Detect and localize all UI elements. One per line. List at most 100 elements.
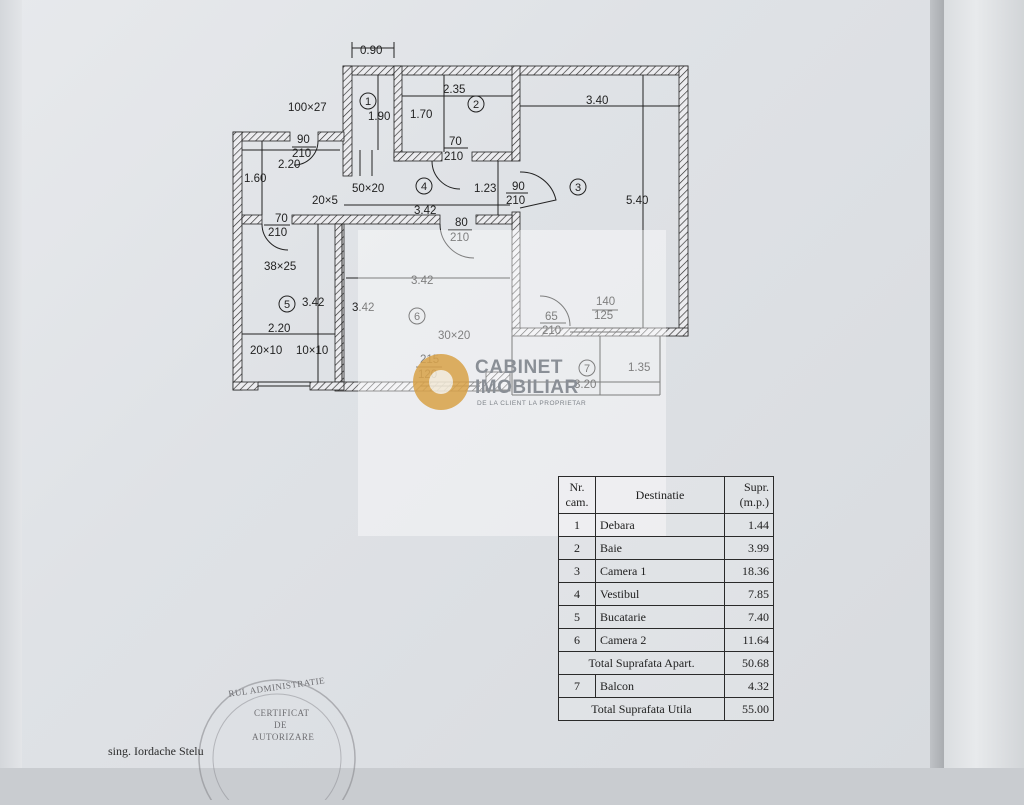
total-apart-label: Total Suprafata Apart. <box>558 651 725 675</box>
room-number-6: 6 <box>414 311 420 323</box>
table-total-apart-row: Total Suprafata Apart. 50.68 <box>558 651 774 675</box>
watermark-logo: CABINET IMOBILIAR DE LA CLIENT LA PROPRI… <box>413 354 613 424</box>
room-number-7: 7 <box>584 363 590 375</box>
dim-label: 3.42 <box>302 297 324 309</box>
dim-label: 5.40 <box>626 195 648 207</box>
stamp: RUL ADMINISTRATIE CERTIFICAT DE AUTORIZA… <box>182 670 372 805</box>
room-number-2: 2 <box>473 99 479 111</box>
dim-label: 2.20 <box>268 323 290 335</box>
facing-page <box>944 0 1024 768</box>
logo-name: CABINET IMOBILIAR <box>475 358 579 398</box>
total-util-label: Total Suprafata Utila <box>558 697 725 721</box>
room-number-3: 3 <box>575 182 581 194</box>
dim-label: 20×10 <box>250 345 282 357</box>
cell-destinatie: Balcon <box>595 674 725 698</box>
table-row: 5 Bucatarie 7.40 <box>558 605 774 629</box>
thin-lines <box>242 42 680 396</box>
dim-label: 3.42 <box>414 205 436 217</box>
surface-table: Nr. cam. Destinatie Supr. (m.p.) 1 Debar… <box>558 476 774 721</box>
dim-label: 3.40 <box>586 95 608 107</box>
cell-destinatie: Camera 1 <box>595 559 725 583</box>
dim-label: 3.20 <box>574 379 596 391</box>
table-total-util-row: Total Suprafata Utila 55.00 <box>558 697 774 721</box>
logo-circle-icon <box>413 354 469 410</box>
table-row: 3 Camera 1 18.36 <box>558 559 774 583</box>
table-row: 6 Camera 2 11.64 <box>558 628 774 652</box>
room-number-1: 1 <box>365 96 371 108</box>
dim-label: 30×20 <box>438 330 470 342</box>
cell-nr: 5 <box>558 605 596 629</box>
cell-nr: 6 <box>558 628 596 652</box>
cell-destinatie: Camera 2 <box>595 628 725 652</box>
dim-label: 210 <box>268 227 287 239</box>
dim-label: 210 <box>506 195 525 207</box>
cell-nr: 2 <box>558 536 596 560</box>
cell-suprafata: 1.44 <box>724 513 774 537</box>
dim-label: 210 <box>292 148 311 160</box>
table-row: 2 Baie 3.99 <box>558 536 774 560</box>
page-spine <box>930 0 944 768</box>
table-row: 7 Balcon 4.32 <box>558 674 774 698</box>
room-number-5: 5 <box>284 299 290 311</box>
cell-nr: 3 <box>558 559 596 583</box>
dim-label: 2.20 <box>278 159 300 171</box>
cell-suprafata: 4.32 <box>724 674 774 698</box>
table-row: 1 Debara 1.44 <box>558 513 774 537</box>
dimension-labels: 0.90 2.35 3.40 100×27 1.90 1.70 90 210 2… <box>244 45 650 391</box>
cell-suprafata: 7.40 <box>724 605 774 629</box>
total-util-value: 55.00 <box>724 697 774 721</box>
dim-label: 3.42 <box>352 302 374 314</box>
dim-label: 210 <box>450 232 469 244</box>
stamp-ring-icon <box>198 679 356 805</box>
dim-label: 1.70 <box>410 109 432 121</box>
cell-nr: 4 <box>558 582 596 606</box>
dim-label: 38×25 <box>264 261 296 273</box>
dim-label: 50×20 <box>352 183 384 195</box>
cell-suprafata: 11.64 <box>724 628 774 652</box>
table-header-row: Nr. cam. Destinatie Supr. (m.p.) <box>558 476 774 514</box>
signature-text: sing. Iordache Stelu <box>108 744 204 758</box>
dim-label: 3.42 <box>411 275 433 287</box>
stamp-line2: DE <box>274 720 287 730</box>
header-destinatie: Destinatie <box>595 476 725 514</box>
dim-label: 70 <box>275 213 288 225</box>
cell-suprafata: 18.36 <box>724 559 774 583</box>
dim-label: 90 <box>512 181 525 193</box>
dim-label: 0.90 <box>360 45 382 57</box>
cell-suprafata: 3.99 <box>724 536 774 560</box>
stamp-line3: AUTORIZARE <box>252 732 315 742</box>
dim-label: 80 <box>455 217 468 229</box>
cell-destinatie: Baie <box>595 536 725 560</box>
cell-destinatie: Debara <box>595 513 725 537</box>
dim-label: 100×27 <box>288 102 327 114</box>
dim-label: 90 <box>297 134 310 146</box>
table-row: 4 Vestibul 7.85 <box>558 582 774 606</box>
dim-label: 70 <box>449 136 462 148</box>
cell-nr: 7 <box>558 674 596 698</box>
dim-label: 2.35 <box>443 84 465 96</box>
dim-label: 210 <box>542 325 561 337</box>
dim-label: 10×10 <box>296 345 328 357</box>
dim-label: 140 <box>596 296 615 308</box>
logo-name-line2: IMOBILIAR <box>475 377 579 398</box>
floor-plan: 1 2 3 4 5 6 7 0.90 2.35 3.40 100×27 1.90… <box>232 42 689 396</box>
dim-label: 20×5 <box>312 195 338 207</box>
stamp-line1: CERTIFICAT <box>254 708 310 718</box>
cell-destinatie: Bucatarie <box>595 605 725 629</box>
room-number-4: 4 <box>421 181 427 193</box>
dim-label: 210 <box>444 151 463 163</box>
dim-label: 1.23 <box>474 183 496 195</box>
cell-nr: 1 <box>558 513 596 537</box>
logo-name-line1: CABINET <box>475 357 563 378</box>
dim-label: 1.35 <box>628 362 650 374</box>
header-suprafata: Supr. (m.p.) <box>724 476 774 514</box>
page-left-edge <box>0 0 22 768</box>
dim-label: 65 <box>545 311 558 323</box>
dim-label: 125 <box>594 310 613 322</box>
cell-suprafata: 7.85 <box>724 582 774 606</box>
cell-destinatie: Vestibul <box>595 582 725 606</box>
dim-label: 1.60 <box>244 173 266 185</box>
logo-tagline: DE LA CLIENT LA PROPRIETAR <box>477 400 587 407</box>
room-numbers: 1 2 3 4 5 6 7 <box>284 96 590 375</box>
room-number-circles <box>278 92 596 377</box>
